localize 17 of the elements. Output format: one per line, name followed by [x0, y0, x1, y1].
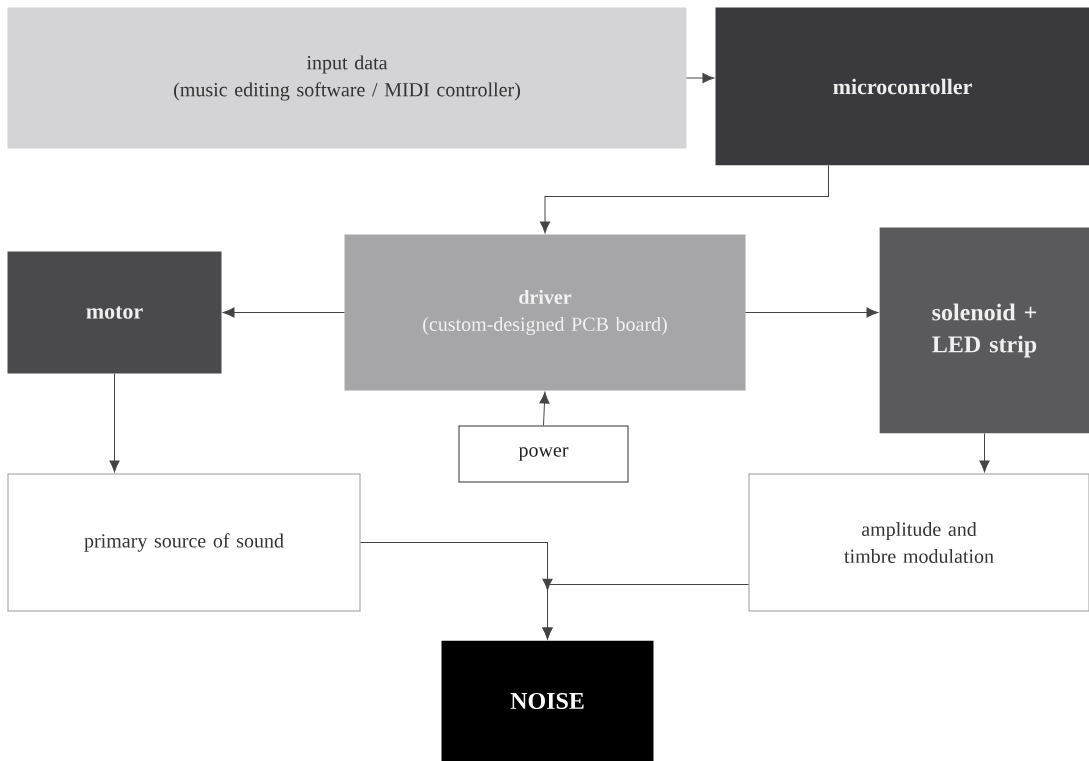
process-box: microconroller: [715, 7, 1089, 166]
input-box: power: [458, 425, 629, 483]
arrow: [686, 72, 715, 84]
arrow: [542, 578, 749, 640]
arrow: [745, 307, 879, 318]
process-box: motor: [7, 251, 222, 374]
output-box: primary source of sound: [7, 473, 361, 612]
arrow: [109, 373, 120, 473]
process-box: solenoid + LED strip: [879, 227, 1089, 434]
output-box: amplitude and timbre modulation: [748, 473, 1089, 612]
output-box: NOISE: [441, 640, 654, 761]
arrow: [222, 307, 345, 318]
arrow: [539, 391, 550, 426]
arrow: [539, 165, 829, 234]
arrow: [979, 433, 990, 473]
input-box: input data (music editing software / MIDI controller): [7, 7, 687, 149]
process-box: driver (custom-designed PCB board): [344, 234, 746, 391]
